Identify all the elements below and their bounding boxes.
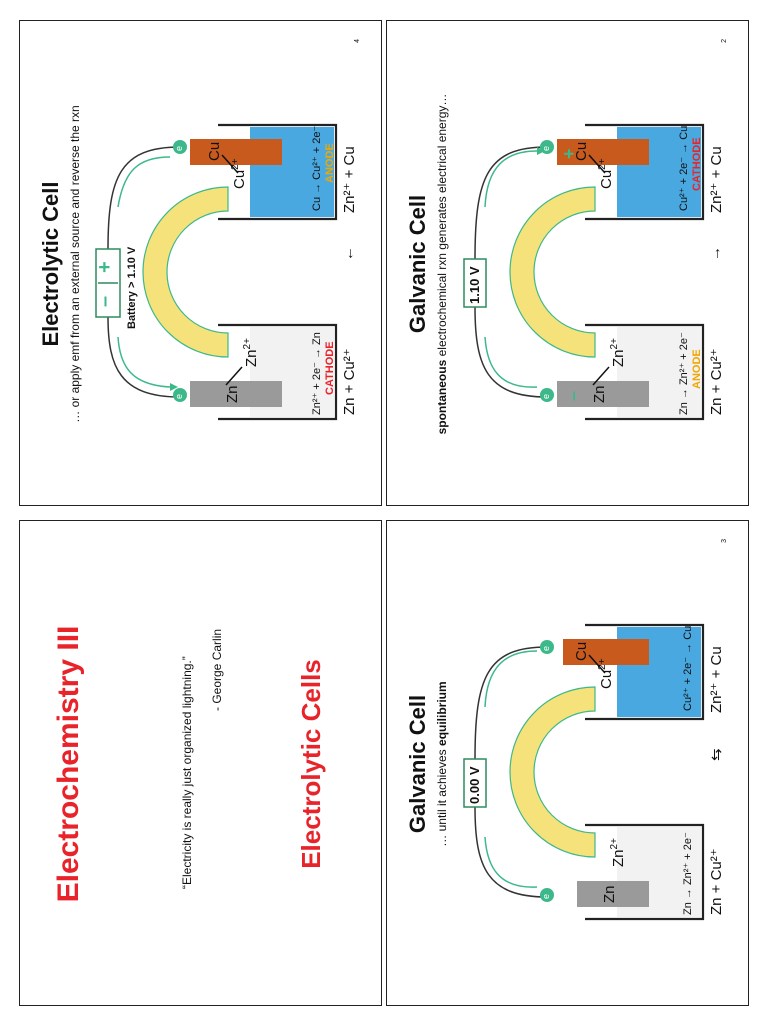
half-reaction-left: Zn²⁺ + 2e⁻ → Zn [311, 332, 323, 415]
anode-label: ANODE [324, 143, 336, 183]
quote-attribution: - George Carlin [210, 628, 224, 711]
half-reaction-left: Zn → Zn²⁺ + 2e⁻ [678, 332, 690, 415]
cathode-label: CATHODE [691, 137, 703, 191]
zn-arrow [592, 366, 610, 386]
cu-arrow [588, 154, 606, 174]
salt-bridge [509, 686, 596, 858]
zn-electrode [557, 381, 649, 407]
cell-diagram [95, 123, 338, 421]
cu-ion-label: Cu2+ [597, 158, 615, 189]
overall-arrow: ← [340, 246, 357, 261]
voltmeter [463, 258, 487, 308]
page-number: 2 [721, 39, 728, 43]
slide-equilibrium-content: Galvanic Cell … until it achieves equili… [387, 521, 748, 1005]
slide-title-content: Electrochemistry III “Electricity is rea… [20, 521, 381, 1005]
electron-flow-arrow-right [484, 150, 538, 208]
slide-galvanic-content: Galvanic Cell spontaneous electrochemica… [387, 21, 748, 505]
overall-reactants: Zn + Cu²⁺ [341, 348, 358, 415]
cu-ion-label: Cu2+ [230, 158, 248, 189]
zn-electrode [577, 881, 649, 907]
cell-diagram [463, 123, 705, 421]
beaker-left [585, 323, 705, 421]
minus-sign: – [563, 390, 583, 401]
electron-right-label: e [174, 145, 184, 151]
slide-electrolytic-content: Electrolytic Cell … or apply emf from an… [20, 21, 381, 505]
overall-products: Zn²⁺ + Cu [708, 646, 725, 713]
slide-electrolytic-cell: Electrolytic Cell … or apply emf from an… [19, 20, 382, 506]
beaker-left [585, 823, 705, 921]
beaker-right [585, 623, 705, 721]
salt-bridge [509, 186, 596, 358]
cu-electrode [557, 139, 649, 165]
cu-metal-label: Cu [206, 141, 223, 161]
zn-metal-label: Zn [591, 385, 608, 403]
cu-electrode [190, 139, 282, 165]
beaker-right [218, 123, 338, 221]
presentation-subtitle: Electrolytic Cells [296, 659, 326, 869]
zn-ion-label: Zn2+ [609, 838, 627, 867]
cu-ion-label: Cu2+ [597, 658, 615, 689]
cathode-label: CATHODE [324, 341, 336, 395]
zn-metal-label: Zn [224, 385, 241, 403]
zn-metal-label: Zn [601, 885, 618, 903]
cu-electrode [563, 639, 649, 665]
page-number: 4 [354, 39, 361, 43]
half-reaction-right: Cu²⁺ + 2e⁻ → Cu [682, 625, 694, 711]
electron-right-label: e [541, 645, 551, 651]
overall-products: Zn²⁺ + Cu [341, 146, 358, 213]
electron-left-icon [540, 388, 554, 402]
electron-flow-arrow-left [484, 336, 538, 388]
wire-left [474, 306, 548, 398]
anode-label: ANODE [691, 349, 703, 389]
half-reaction-right: Cu²⁺ + 2e⁻ → Cu [678, 125, 690, 211]
voltmeter-reading: 1.10 V [467, 266, 482, 304]
battery-label: Battery > 1.10 V [126, 246, 138, 329]
salt-bridge [142, 186, 229, 358]
cell-diagram [463, 623, 705, 921]
voltmeter [463, 758, 487, 808]
beaker-left [218, 323, 338, 421]
battery-plus: + [94, 261, 116, 273]
slide-galvanic-equilibrium: Galvanic Cell … until it achieves equili… [386, 520, 749, 1006]
slide-title: Electrochemistry III “Electricity is rea… [19, 520, 382, 1006]
zn-ion-label: Zn2+ [609, 338, 627, 367]
electron-right-icon [540, 640, 554, 654]
beaker-right [585, 123, 705, 221]
quote: “Electricity is really just organized li… [180, 656, 194, 889]
electron-left-icon [540, 888, 554, 902]
electron-left-label: e [541, 393, 551, 399]
cu-metal-label: Cu [573, 641, 590, 661]
presentation-title: Electrochemistry III [52, 625, 85, 903]
battery-minus: – [94, 295, 116, 307]
electron-right-icon [173, 140, 187, 154]
overall-arrow: ⇆ [708, 748, 725, 761]
overall-reactants: Zn + Cu²⁺ [708, 848, 725, 915]
cu-metal-label: Cu [573, 141, 590, 161]
overall-products: Zn²⁺ + Cu [708, 146, 725, 213]
page-number: 3 [721, 539, 728, 543]
overall-reactants: Zn + Cu²⁺ [708, 348, 725, 415]
zn-electrode [190, 381, 282, 407]
wire-right [474, 146, 548, 260]
electron-left-icon [173, 388, 187, 402]
half-reaction-right: Cu → Cu²⁺ + 2e⁻ [311, 125, 323, 211]
electron-right-icon [540, 140, 554, 154]
electron-left-label: e [174, 393, 184, 399]
electron-right-label: e [541, 145, 551, 151]
slide-galvanic-cell: Galvanic Cell spontaneous electrochemica… [386, 20, 749, 506]
electron-left-label: e [541, 893, 551, 899]
overall-arrow: → [707, 246, 724, 261]
voltmeter-reading: 0.00 V [467, 766, 482, 804]
half-reaction-left: Zn → Zn²⁺ + 2e⁻ [682, 832, 694, 915]
zn-ion-label: Zn2+ [242, 338, 260, 367]
